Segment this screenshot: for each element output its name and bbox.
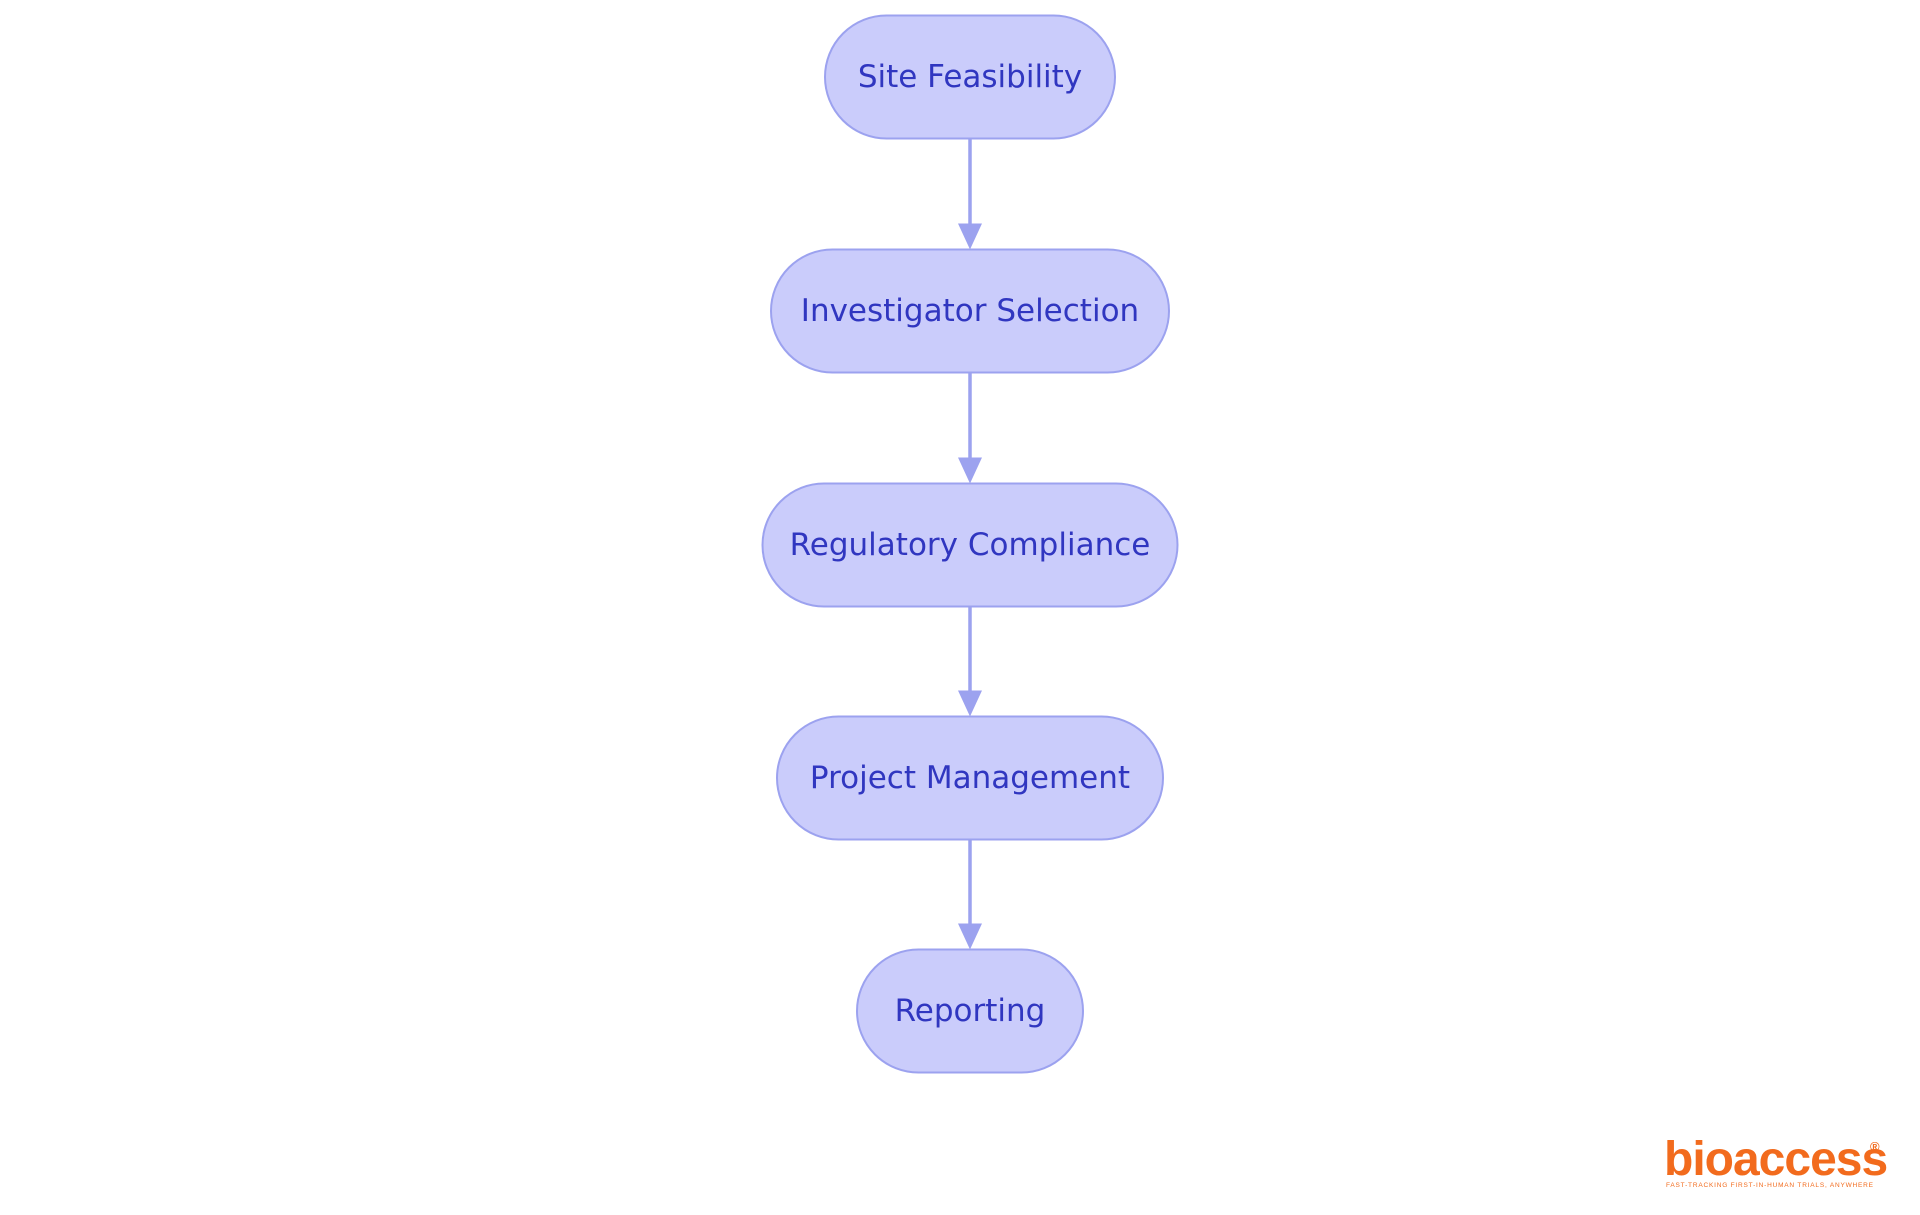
node-shape <box>856 948 1084 1074</box>
node-project-management: Project Management <box>776 715 1164 841</box>
logo-wordmark: bioaccess <box>1664 1133 1888 1186</box>
connector-arrow <box>958 138 982 250</box>
connectors <box>958 138 982 950</box>
node-shape <box>776 715 1164 841</box>
arrowhead-icon <box>958 223 982 250</box>
arrowhead-icon <box>958 457 982 484</box>
node-investigator-selection: Investigator Selection <box>770 248 1170 374</box>
arrowhead-icon <box>958 923 982 950</box>
node-shape <box>824 14 1116 140</box>
connector-arrow <box>958 372 982 484</box>
connector-arrow <box>958 606 982 717</box>
node-shape <box>761 482 1179 608</box>
node-label: Investigator Selection <box>801 293 1139 329</box>
node-regulatory-compliance: Regulatory Compliance <box>761 482 1179 608</box>
node-shape <box>770 248 1170 374</box>
node-label: Project Management <box>810 760 1130 796</box>
node-reporting: Reporting <box>856 948 1084 1074</box>
node-site-feasibility: Site Feasibility <box>824 14 1116 140</box>
bioaccess-logo: bioaccess ® FAST-TRACKING FIRST-IN-HUMAN… <box>1664 1133 1888 1194</box>
connector-arrow <box>958 839 982 950</box>
node-label: Site Feasibility <box>858 59 1082 95</box>
arrowhead-icon <box>958 690 982 717</box>
node-label: Regulatory Compliance <box>790 527 1151 563</box>
registered-mark: ® <box>1870 1139 1880 1154</box>
node-label: Reporting <box>895 993 1046 1029</box>
logo-tagline: FAST-TRACKING FIRST-IN-HUMAN TRIALS, ANY… <box>1666 1182 1874 1189</box>
